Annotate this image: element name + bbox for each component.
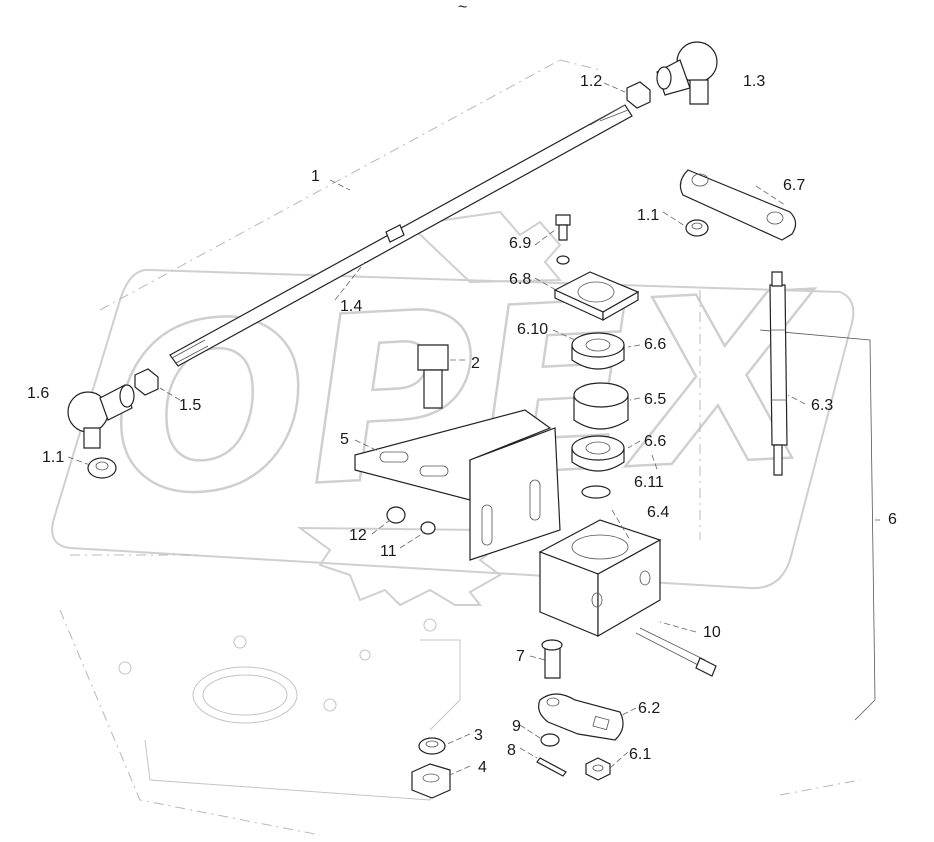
- callout-6-9: 6.9: [509, 235, 531, 252]
- link-plate: [679, 169, 797, 241]
- callout-6-1: 6.1: [629, 746, 651, 763]
- nut-12: [386, 506, 406, 524]
- callout-4: 4: [478, 759, 487, 776]
- washer-3: [418, 737, 446, 755]
- callout-1-4: 1.4: [340, 298, 362, 315]
- callout-6-8: 6.8: [509, 271, 531, 288]
- callout-9: 9: [512, 718, 521, 735]
- mounting-plate-outline: [59, 59, 861, 836]
- ball-joint-right: [656, 41, 718, 105]
- callout-11: 11: [380, 543, 397, 560]
- hex-bolt-2: [417, 344, 449, 409]
- bushing-upper: [571, 332, 625, 370]
- header-mark: ~: [458, 0, 467, 16]
- callout-1-1-right: 1.1: [637, 207, 659, 224]
- callout-3: 3: [474, 727, 483, 744]
- callout-1-1-left: 1.1: [42, 449, 64, 466]
- lock-nut-left: [134, 368, 159, 396]
- mounting-bracket: [354, 409, 561, 561]
- washer-9: [540, 733, 560, 747]
- callout-6-4: 6.4: [647, 504, 669, 521]
- long-bolt: [635, 627, 717, 677]
- assembly-6-bracket: [759, 329, 876, 721]
- cotter-pin: [536, 757, 567, 777]
- bearing-sleeve: [573, 382, 629, 430]
- small-washer-6-8: [556, 255, 570, 265]
- callout-6-2: 6.2: [638, 700, 660, 717]
- callout-1-5: 1.5: [179, 397, 201, 414]
- watermark-text: OPEX: [105, 244, 826, 548]
- washer-11: [420, 521, 436, 535]
- washer-1-1-left: [87, 457, 117, 479]
- callout-6-7: 6.7: [783, 177, 805, 194]
- lock-nut: [626, 81, 651, 109]
- leader-lines: [67, 82, 880, 776]
- bearing-flange: [553, 271, 640, 322]
- callout-labels: 1 1.2 1.3 1.1 6.7 6.9 6.8 1.4 6.10 6.6 2…: [27, 73, 897, 776]
- callout-10: 10: [703, 624, 721, 641]
- callout-6-5: 6.5: [644, 391, 666, 408]
- callout-7: 7: [516, 648, 525, 665]
- vertical-shaft: [769, 271, 788, 476]
- callout-6-11: 6.11: [634, 474, 664, 491]
- callout-6-6-lower: 6.6: [644, 433, 666, 450]
- bearing-housing: [538, 519, 662, 638]
- callout-1-2: 1.2: [580, 73, 602, 90]
- callout-6-3: 6.3: [811, 397, 833, 414]
- screw-6-9: [555, 214, 571, 241]
- nut-4: [411, 763, 451, 799]
- ball-joint-left: [67, 384, 135, 449]
- clevis-pin: [541, 639, 563, 679]
- callout-6-6-upper: 6.6: [644, 336, 666, 353]
- nut-6-1: [585, 757, 611, 781]
- washer-1-1-right: [685, 219, 709, 237]
- callout-2: 2: [471, 355, 480, 372]
- callout-1-6: 1.6: [27, 385, 49, 402]
- callout-8: 8: [507, 742, 516, 759]
- callout-5: 5: [340, 431, 349, 448]
- callout-1: 1: [311, 168, 320, 185]
- bushing-lower: [571, 435, 625, 472]
- callout-12: 12: [349, 527, 367, 544]
- callout-6-10: 6.10: [517, 321, 548, 338]
- tie-rod: [169, 104, 633, 367]
- callout-1-3: 1.3: [743, 73, 765, 90]
- lever-arm: [538, 693, 624, 741]
- ring-6-11: [581, 485, 611, 499]
- callout-6: 6: [888, 511, 897, 528]
